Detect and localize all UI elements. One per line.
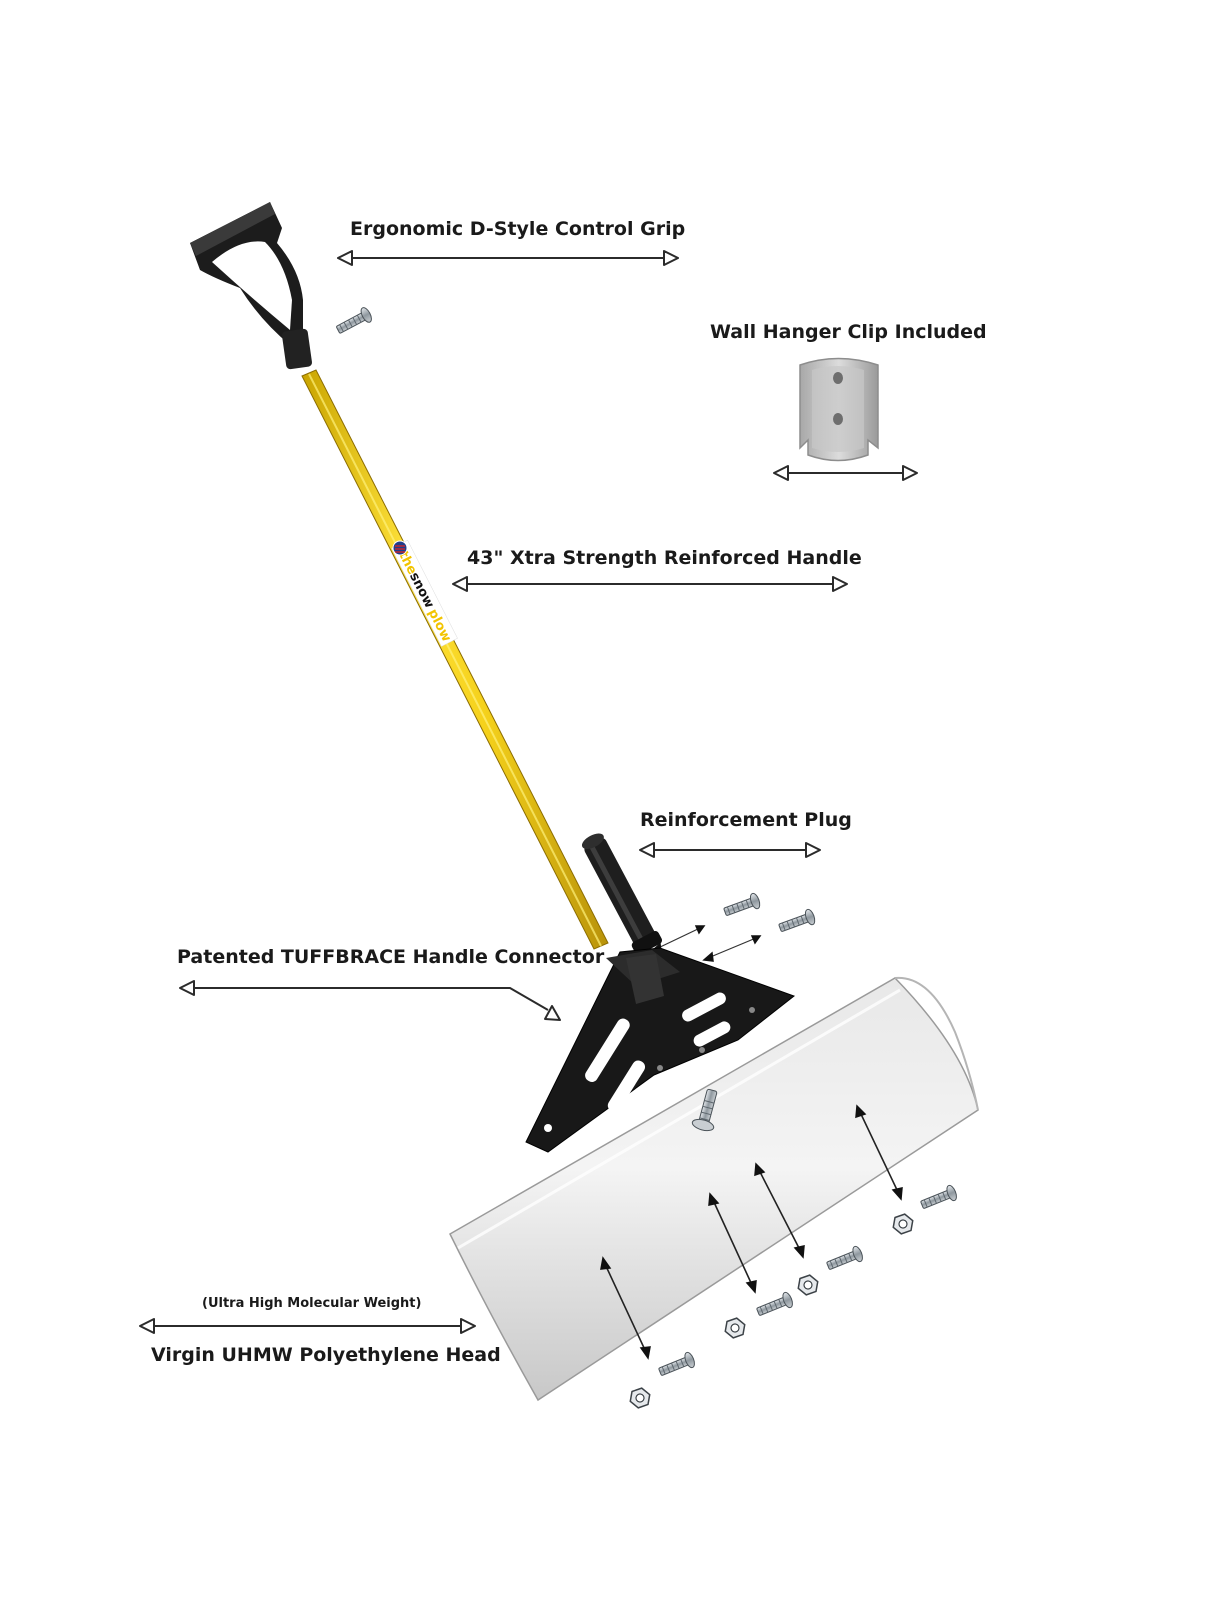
connector-bolt-guide-2 [702,935,762,962]
tuffbrace-connector [525,947,796,1153]
head-double-arrow-icon [139,1318,476,1334]
head-sub-label: (Ultra High Molecular Weight) [202,1296,421,1311]
nut-2-icon [723,1315,747,1341]
nut-3-icon [796,1272,820,1298]
brand-decal: the snow plow [391,539,458,647]
head-label: Virgin UHMW Polyethylene Head [151,1344,501,1366]
connector-bolt-1-icon [721,891,763,921]
flag-badge-icon [392,540,408,556]
blade-guide-arrow-4 [855,1104,903,1201]
nut-1-icon [628,1385,652,1411]
blade-guide-arrow-2 [708,1192,757,1294]
uhmw-polyethylene-head [449,976,979,1402]
grip-bolt-icon [333,305,375,338]
nut-4-icon [891,1211,915,1237]
handle-double-arrow-icon [452,576,848,592]
blade-center-bolt-icon [691,1088,718,1132]
connector-double-arrow-icon [179,980,561,1021]
blade-bolt-4-icon [918,1183,959,1213]
connector-bolt-2-icon [776,907,818,937]
handle-shaft [301,369,609,950]
plug-double-arrow-icon [639,842,821,858]
reinforcement-plug [581,833,663,955]
wall-clip-label: Wall Hanger Clip Included [710,321,987,343]
grip-double-arrow-icon [337,250,679,266]
grip-label: Ergonomic D-Style Control Grip [350,218,685,240]
blade-guide-arrow-1 [600,1256,651,1360]
blade-bolt-2-icon [754,1290,795,1320]
wall-clip-double-arrow-icon [773,465,918,481]
d-grip [190,202,313,370]
blade-bolt-1-icon [656,1350,697,1380]
plug-label: Reinforcement Plug [640,809,852,831]
blade-bolt-3-icon [824,1244,865,1274]
connector-label: Patented TUFFBRACE Handle Connector [177,946,605,968]
handle-label: 43" Xtra Strength Reinforced Handle [467,547,862,569]
blade-guide-arrow-3 [754,1162,805,1259]
wall-hanger-clip [799,357,879,462]
